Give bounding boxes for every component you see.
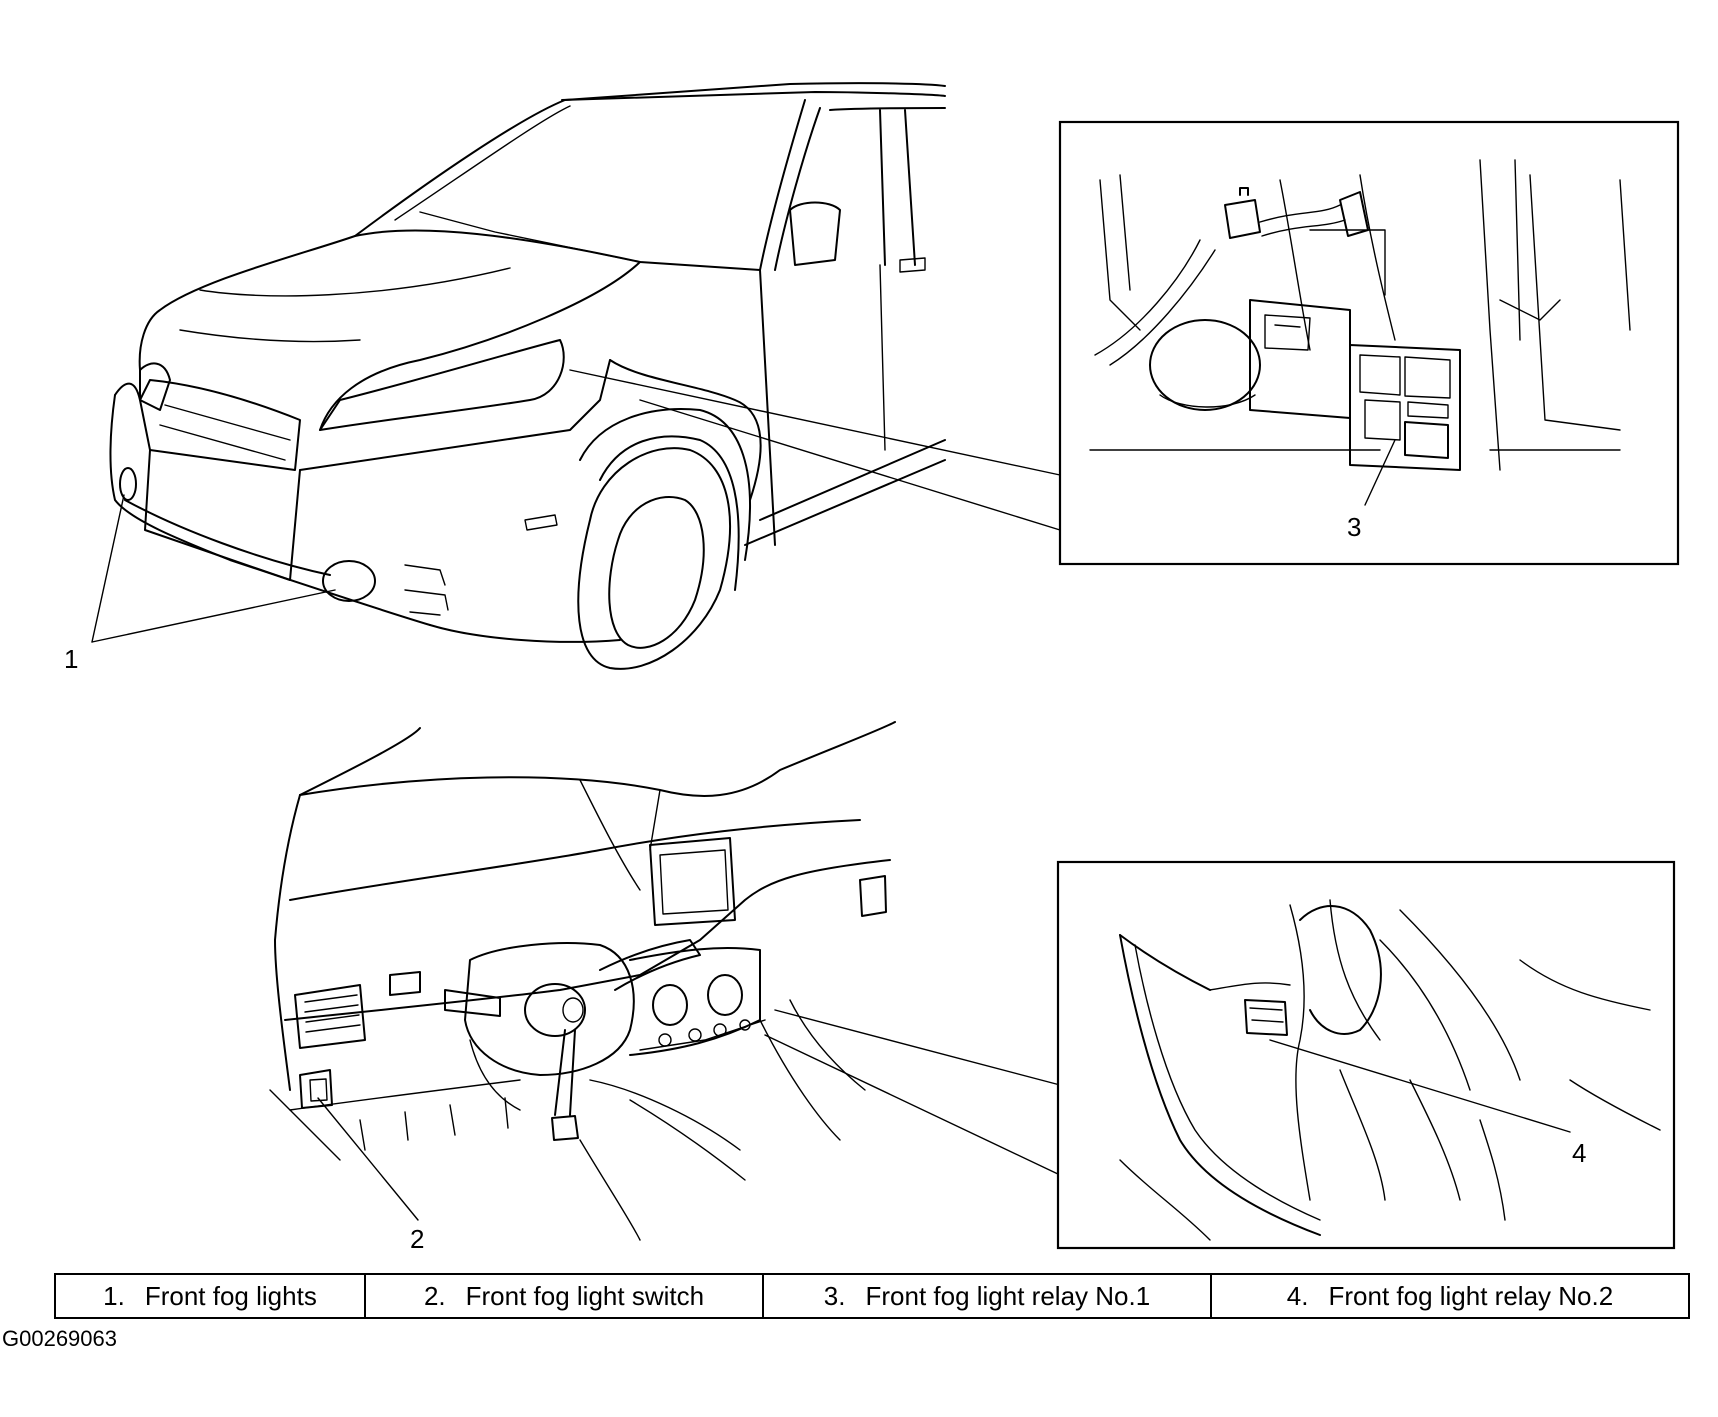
legend-cell-1: 1. Front fog lights — [56, 1275, 366, 1317]
dashboard-drawing — [269, 721, 1061, 1241]
legend-number: 1. — [103, 1280, 125, 1311]
callout-3: 3 — [1347, 512, 1362, 542]
callout-4: 4 — [1572, 1138, 1587, 1168]
legend-table: 1. Front fog lights 2. Front fog light s… — [54, 1273, 1690, 1319]
legend-label: Front fog light relay No.2 — [1328, 1280, 1614, 1311]
legend-cell-4: 4. Front fog light relay No.2 — [1212, 1275, 1688, 1317]
legend-label: Front fog light switch — [465, 1280, 705, 1311]
legend-label: Front fog light relay No.1 — [865, 1280, 1151, 1311]
legend-number: 2. — [423, 1280, 446, 1311]
callout-2: 2 — [410, 1224, 425, 1254]
callout-leaders — [91, 494, 419, 1221]
legend-cell-2: 2. Front fog light switch — [366, 1275, 764, 1317]
legend-cell-3: 3. Front fog light relay No.1 — [764, 1275, 1212, 1317]
relay-2-area-drawing — [1119, 899, 1661, 1241]
inset-relay-2-frame — [1056, 860, 1676, 1250]
legend-number: 4. — [1286, 1280, 1309, 1311]
car-exterior-drawing — [109, 82, 1061, 670]
callout-1: 1 — [64, 644, 79, 674]
engine-bay-drawing — [1089, 159, 1631, 506]
legend-number: 3. — [823, 1280, 846, 1311]
legend-label: Front fog lights — [144, 1280, 317, 1311]
figure-id: G00269063 — [2, 1326, 117, 1351]
inset-relay-1-frame — [1058, 120, 1680, 566]
